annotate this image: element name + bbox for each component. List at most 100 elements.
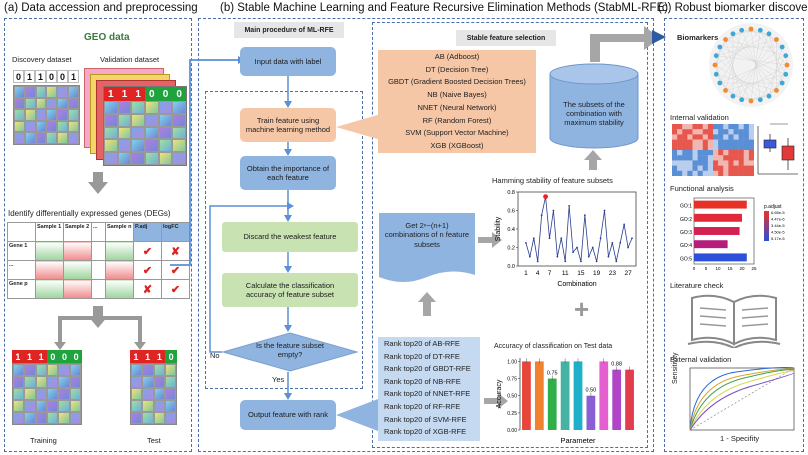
heatmap-cell (738, 170, 744, 176)
matrix-cell (145, 139, 159, 153)
matrix-cell (153, 364, 165, 376)
rank-item: Rank top20 of GBDT-RFE (384, 364, 471, 374)
accuracy-bar (522, 361, 531, 430)
heatmap-cell (748, 165, 754, 171)
heatmap-cell (682, 150, 688, 156)
heatmap-cell (682, 155, 688, 161)
heatmap-cell (723, 150, 729, 156)
heatmap-cell (672, 144, 678, 151)
accuracy-bar (560, 361, 570, 430)
rank-item: Rank top20 of SVM-RFE (384, 414, 467, 424)
discard-weakest-box: Discard the weakest feature (222, 222, 358, 252)
heatmap-cell (692, 155, 698, 161)
network-edge (716, 74, 777, 91)
panel-a-frame (4, 18, 192, 452)
y-tick-label: 1.00 (507, 359, 517, 365)
network-node (779, 44, 785, 50)
matrix-cell (58, 376, 70, 388)
x-axis-label: Combination (557, 281, 596, 288)
geo-logo: GEO data (84, 32, 130, 43)
matrix-cell (35, 364, 47, 376)
matrix-cell (57, 120, 69, 133)
heatmap-cell (728, 129, 734, 135)
bit: 0 (73, 351, 79, 362)
heatmap-cell (748, 150, 754, 156)
accuracy-bar (573, 361, 583, 430)
network-edge (714, 33, 770, 66)
heatmap-cell (682, 129, 688, 135)
heatmap-cell (723, 165, 729, 171)
heatmap-cell (687, 134, 693, 140)
heatmap-cell (748, 139, 754, 145)
matrix-cell (14, 132, 25, 144)
data-point (587, 255, 590, 258)
matrix-cell (35, 109, 47, 121)
heatmap-cell (707, 129, 714, 135)
accuracy-bar (625, 369, 634, 430)
heatmap-cell (672, 155, 678, 161)
panel-a-title: (a) Data accession and preprocessing (4, 2, 198, 14)
y-tick-label: 0.0 (507, 264, 515, 270)
network-node (757, 27, 763, 33)
network-node (730, 93, 736, 99)
legend-value: 4.47e-6 (771, 217, 785, 222)
heatmap-cell (723, 160, 729, 166)
matrix-cell (35, 132, 47, 144)
bit: 1 (26, 351, 32, 362)
matrix-cell (158, 139, 173, 153)
matrix-cell (24, 132, 36, 144)
deg-header: ... (91, 222, 106, 242)
matrix-cell (13, 412, 25, 424)
bit: 1 (133, 351, 139, 362)
network-edge (732, 64, 788, 97)
data-point (619, 241, 622, 244)
heatmap-cell (682, 165, 688, 171)
y-tick-label: 0.2 (507, 246, 515, 252)
cross-icon: ✘ (133, 279, 162, 299)
go-term-label: GO:1 (680, 204, 692, 210)
data-point (603, 209, 606, 212)
x-tick-label: 27 (624, 270, 632, 277)
matrix-cell (131, 126, 145, 140)
input-data-box: Input data with label (240, 47, 336, 76)
training-label: Training (30, 436, 57, 445)
data-point (525, 241, 527, 244)
heatmap-cell (697, 129, 703, 135)
network-node (766, 93, 772, 99)
heatmap-cell (697, 134, 703, 140)
matrix-cell (104, 126, 118, 140)
accuracy-bar (547, 378, 557, 430)
go-term-label: GO:3 (680, 230, 692, 236)
y-tick-label: 0.25 (507, 411, 517, 417)
main-procedure-tag: Main procedure of ML-RFE (234, 22, 344, 38)
right-arrow-icon (478, 232, 502, 248)
heatmap-cell (672, 160, 678, 166)
matrix-cell (58, 412, 70, 424)
data-point (595, 260, 598, 263)
heatmap-cell (718, 134, 724, 140)
deg-header: Sample n (105, 222, 134, 242)
legend-colorbar (764, 211, 769, 241)
panel-b-frame (198, 18, 654, 452)
decision-diamond (222, 332, 358, 372)
heatmap-cell (748, 134, 754, 140)
matrix-cell (46, 109, 58, 121)
matrix-cell (164, 364, 176, 376)
network-node (774, 37, 779, 42)
heatmap-cell (738, 144, 744, 151)
x-tick-label: 0 (693, 266, 696, 271)
rank-item: Rank top20 of DT-RFE (384, 351, 460, 361)
biomarker-network (709, 23, 793, 107)
heatmap-cell (723, 134, 729, 140)
heatmap-cell (723, 144, 729, 151)
matrix-cell (46, 132, 58, 144)
heatmap-cell (682, 170, 688, 176)
matrix-cell (46, 120, 58, 133)
bit: 0 (46, 70, 57, 83)
heatmap-cell (677, 150, 683, 156)
matrix-cell (69, 400, 81, 412)
heatmap-cell (738, 129, 744, 135)
go-bar (694, 227, 740, 235)
rfe-loop-frame (205, 91, 363, 389)
chart-title: Accuracy of classification on Test data (494, 343, 612, 350)
